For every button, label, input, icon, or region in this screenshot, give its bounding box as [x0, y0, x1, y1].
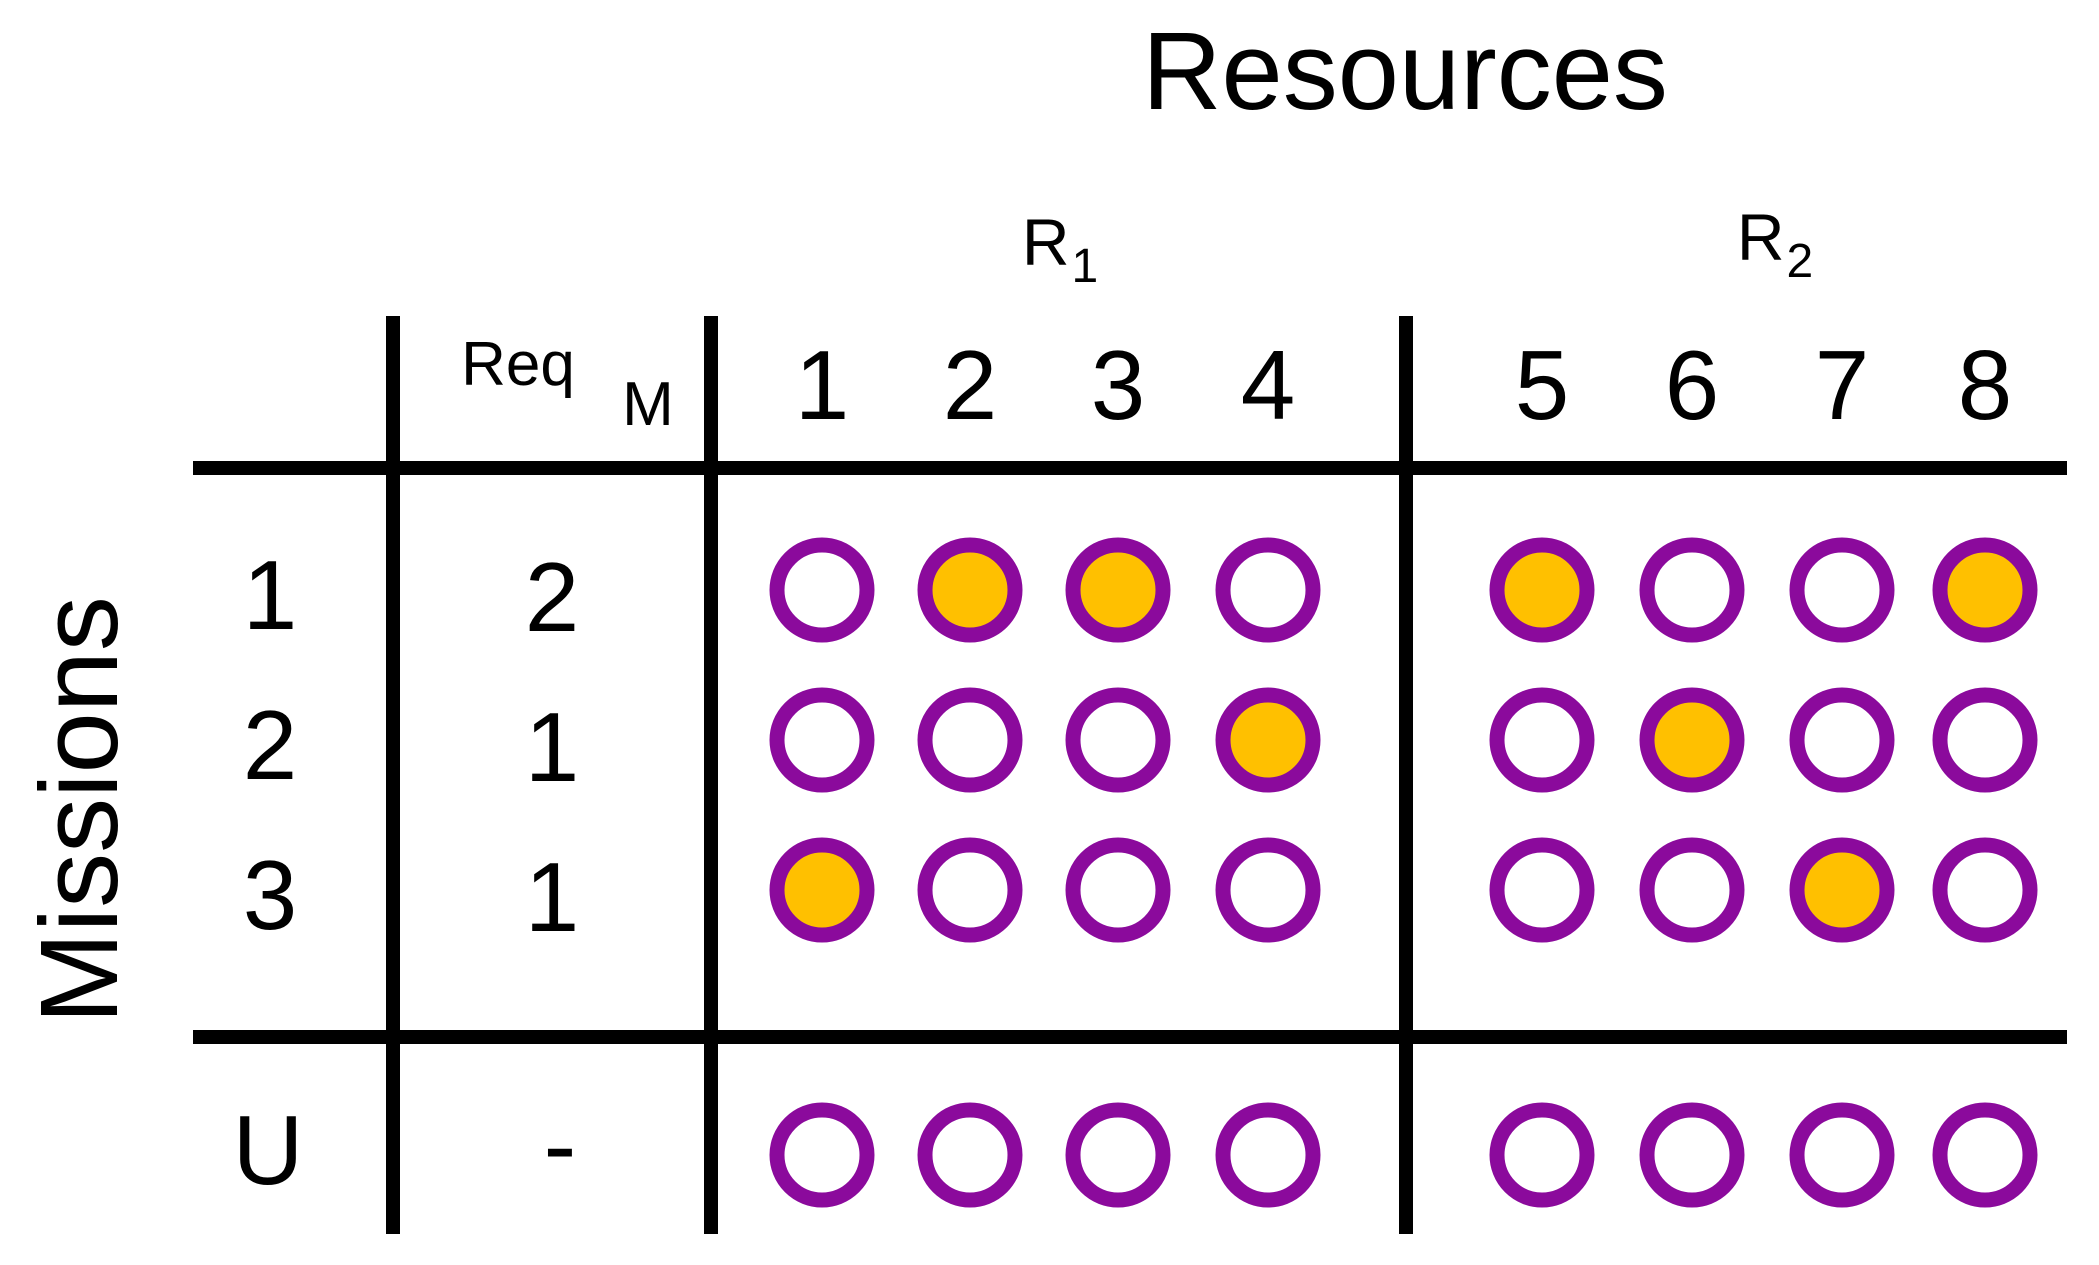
column-number: 2 — [942, 330, 998, 440]
diagram-title: Resources — [1142, 10, 1668, 133]
assigned-resource-dot — [1639, 687, 1745, 793]
unassigned-resource-dot — [1489, 837, 1595, 943]
unassigned-resource-dot — [769, 687, 875, 793]
mission-requirement: 1 — [524, 842, 580, 952]
unused-resource-dot — [769, 1102, 875, 1208]
resource-group-divider — [1399, 316, 1413, 1234]
unused-resource-dot — [1639, 1102, 1745, 1208]
assigned-resource-dot — [1215, 687, 1321, 793]
mission-row-label: 3 — [242, 840, 298, 950]
mission-row-label: 1 — [242, 540, 298, 650]
assigned-resource-dot — [1789, 837, 1895, 943]
column-number: 5 — [1514, 330, 1570, 440]
unassigned-resource-dot — [1065, 837, 1171, 943]
req-column-divider — [704, 316, 718, 1234]
unassigned-resource-dot — [1639, 837, 1745, 943]
column-number: 3 — [1090, 330, 1146, 440]
unassigned-resource-dot — [1215, 837, 1321, 943]
unassigned-resource-dot — [1639, 537, 1745, 643]
header-separator-line — [193, 461, 2067, 475]
mission-requirement: 1 — [524, 692, 580, 802]
unassigned-resource-dot — [1789, 537, 1895, 643]
column-number: 6 — [1664, 330, 1720, 440]
unused-resource-dot — [1489, 1102, 1595, 1208]
unassigned-resource-dot — [1789, 687, 1895, 793]
mission-requirement: 2 — [524, 542, 580, 652]
group-label-r2: R2 — [1736, 200, 1814, 288]
unassigned-resource-dot — [1932, 687, 2038, 793]
req-header: Req — [461, 330, 575, 399]
assigned-resource-dot — [917, 537, 1023, 643]
unused-resource-dot — [917, 1102, 1023, 1208]
column-number: 4 — [1240, 330, 1296, 440]
unassigned-resource-dot — [917, 687, 1023, 793]
assigned-resource-dot — [769, 837, 875, 943]
unassigned-resource-dot — [1215, 537, 1321, 643]
unused-resource-dot — [1789, 1102, 1895, 1208]
group-label-r1: R1 — [1021, 205, 1099, 293]
unassigned-resource-dot — [769, 537, 875, 643]
assigned-resource-dot — [1489, 537, 1595, 643]
unassigned-requirement: - — [543, 1090, 577, 1200]
unassigned-resource-dot — [1489, 687, 1595, 793]
req-header-subscript: M — [622, 370, 674, 439]
mission-row-label: 2 — [242, 690, 298, 800]
unassigned-resource-dot — [917, 837, 1023, 943]
column-number: 8 — [1957, 330, 2013, 440]
column-number: 1 — [794, 330, 850, 440]
unassigned-resource-dot — [1932, 837, 2038, 943]
unused-resource-dot — [1215, 1102, 1321, 1208]
unused-resource-dot — [1065, 1102, 1171, 1208]
column-number: 7 — [1814, 330, 1870, 440]
unassigned-resource-dot — [1065, 687, 1171, 793]
assigned-resource-dot — [1932, 537, 2038, 643]
label-column-divider — [386, 316, 400, 1234]
unassigned-row-label: U — [232, 1095, 304, 1205]
footer-separator-line — [193, 1030, 2067, 1044]
unused-resource-dot — [1932, 1102, 2038, 1208]
assigned-resource-dot — [1065, 537, 1171, 643]
